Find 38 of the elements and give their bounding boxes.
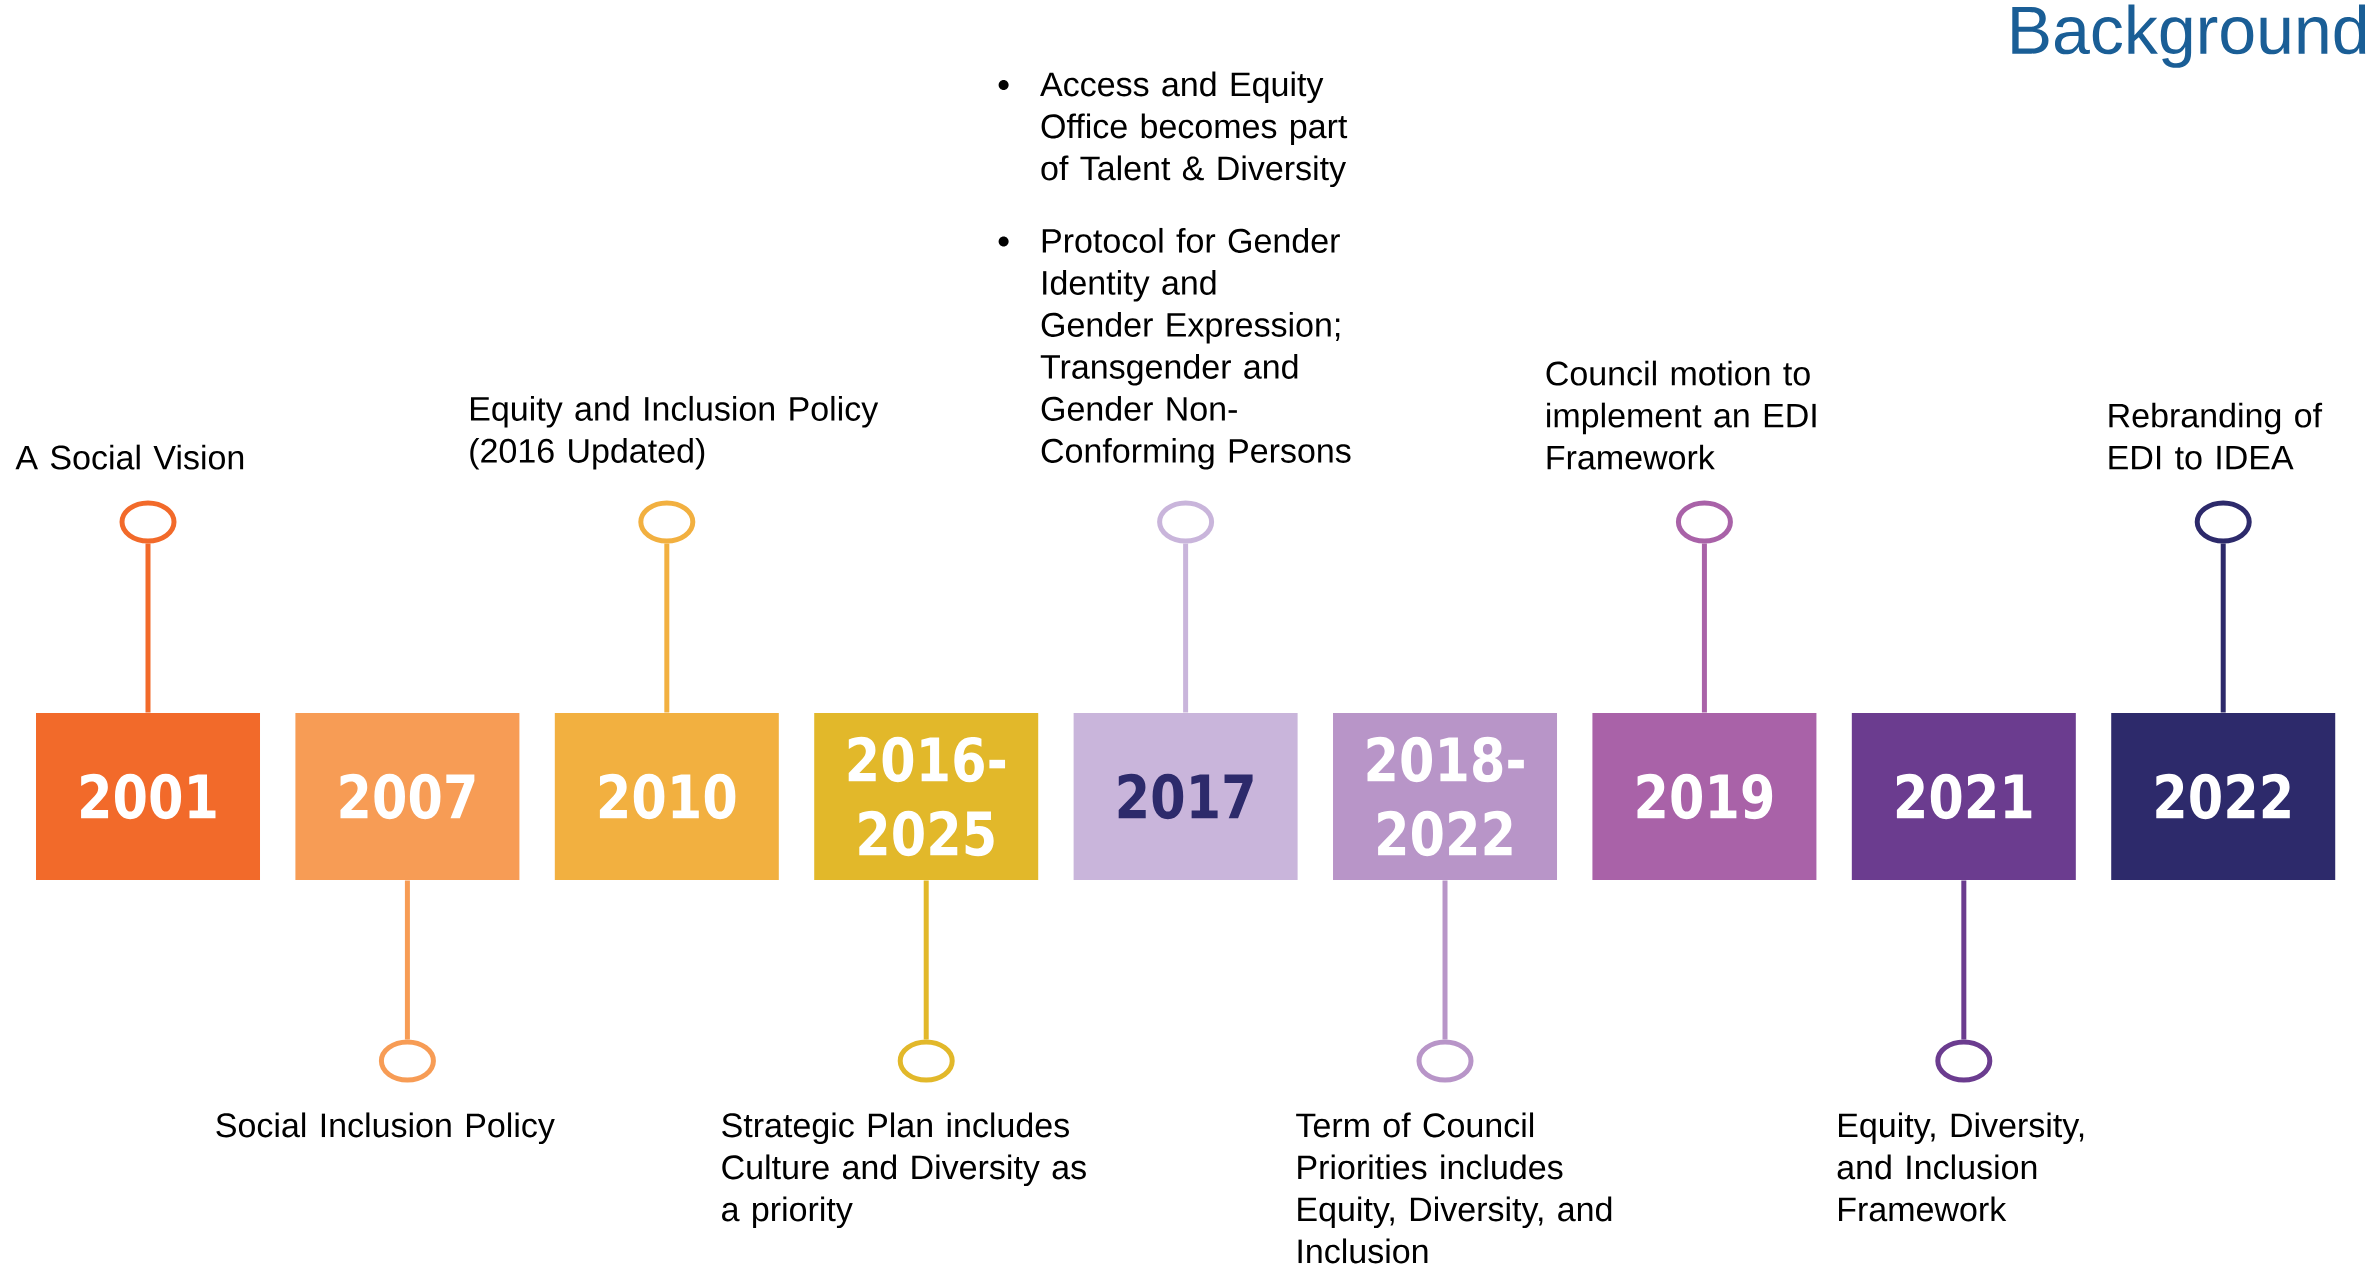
connector-line [404, 880, 410, 1040]
year-box: 2010 [554, 713, 779, 880]
year-box: 2007 [295, 713, 520, 880]
timeline-pin [638, 500, 696, 544]
timeline-pin [119, 500, 177, 544]
connector-line [1442, 880, 1448, 1040]
year-box: 2018-2022 [1333, 713, 1557, 880]
event-text: Council motion to implement an EDI Framework [1546, 360, 1816, 470]
event-text: A Social Vision [15, 444, 244, 470]
event-text: Access and Equity Office becomes part of Talent & Diversity [1040, 71, 1348, 188]
year-box: 2022 [2111, 713, 2336, 880]
connector-line [1961, 880, 1967, 1040]
timeline-pin [378, 1039, 436, 1083]
event-text: Term of Council Priorities includes Equity, Diversity, and Inclusion [1296, 1112, 1612, 1264]
year-box: 2021 [1851, 713, 2076, 880]
timeline-pin [1935, 1039, 1993, 1083]
timeline-pin [897, 1039, 955, 1083]
connector-line [145, 543, 151, 713]
year-box: 2019 [1592, 713, 1817, 880]
heading: Background [2012, 4, 2366, 68]
timeline-pin [2194, 500, 2252, 544]
connector-line [664, 543, 670, 713]
connector-line [1701, 543, 1707, 713]
year-box: 2016-2025 [814, 713, 1039, 880]
year-box: 2017 [1073, 713, 1298, 880]
event-text: Strategic Plan includes Culture and Diversity as a priority [722, 1112, 1086, 1229]
event-text: Equity, Diversity, and Inclusion Framework [1837, 1112, 2084, 1222]
event-text: Protocol for Gender Identity and Gender Expression; Transgender and Gender Non-Conforming Persons [1040, 227, 1351, 470]
connector-line [1183, 543, 1189, 713]
event-text: Rebranding of EDI to IDEA [2109, 402, 2323, 470]
timeline-pin [1416, 1039, 1474, 1083]
timeline-pin [1675, 500, 1733, 544]
year-box: 2001 [36, 713, 260, 880]
timeline-pin [1157, 500, 1215, 544]
event-text: Equity and Inclusion Policy (2016 Updated) [470, 395, 879, 470]
connector-line [923, 880, 929, 1040]
connector-line [2220, 543, 2226, 713]
event-text: Social Inclusion Policy [216, 1112, 555, 1145]
